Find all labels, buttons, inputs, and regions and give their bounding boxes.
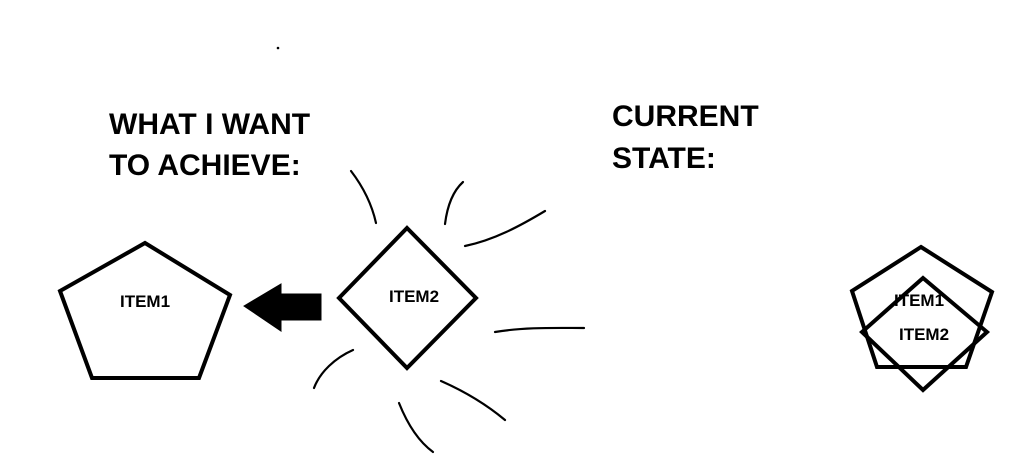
right-heading-line2: STATE: (612, 142, 716, 175)
shake-line (493, 326, 586, 334)
shake-line (463, 209, 547, 248)
right-item1-pentagon (849, 244, 995, 369)
right-item2-label: ITEM2 (899, 325, 949, 344)
shake-line (439, 379, 507, 422)
pentagon-shape (57, 240, 233, 380)
right-heading-line1: CURRENT (612, 100, 759, 133)
left-item2-diamond: ITEM2 (336, 225, 479, 371)
shake-line (349, 169, 378, 225)
left-heading-line1: WHAT I WANT (109, 108, 310, 141)
left-item2-label: ITEM2 (389, 287, 439, 306)
left-heading-line2: TO ACHIEVE: (109, 149, 301, 182)
right-overlap-group: ITEM1 ITEM2 (849, 244, 995, 393)
shake-line (443, 180, 465, 226)
shake-lines (312, 169, 586, 454)
right-item1-label: ITEM1 (894, 291, 944, 310)
stray-dot (276, 46, 280, 50)
shake-line (312, 348, 355, 390)
diamond-shape (336, 225, 479, 371)
left-item1-label: ITEM1 (120, 292, 170, 311)
left-item1-pentagon: ITEM1 (57, 240, 233, 380)
shake-line (397, 401, 435, 454)
right-item2-diamond (859, 275, 991, 393)
left-arrow-icon (243, 283, 322, 332)
